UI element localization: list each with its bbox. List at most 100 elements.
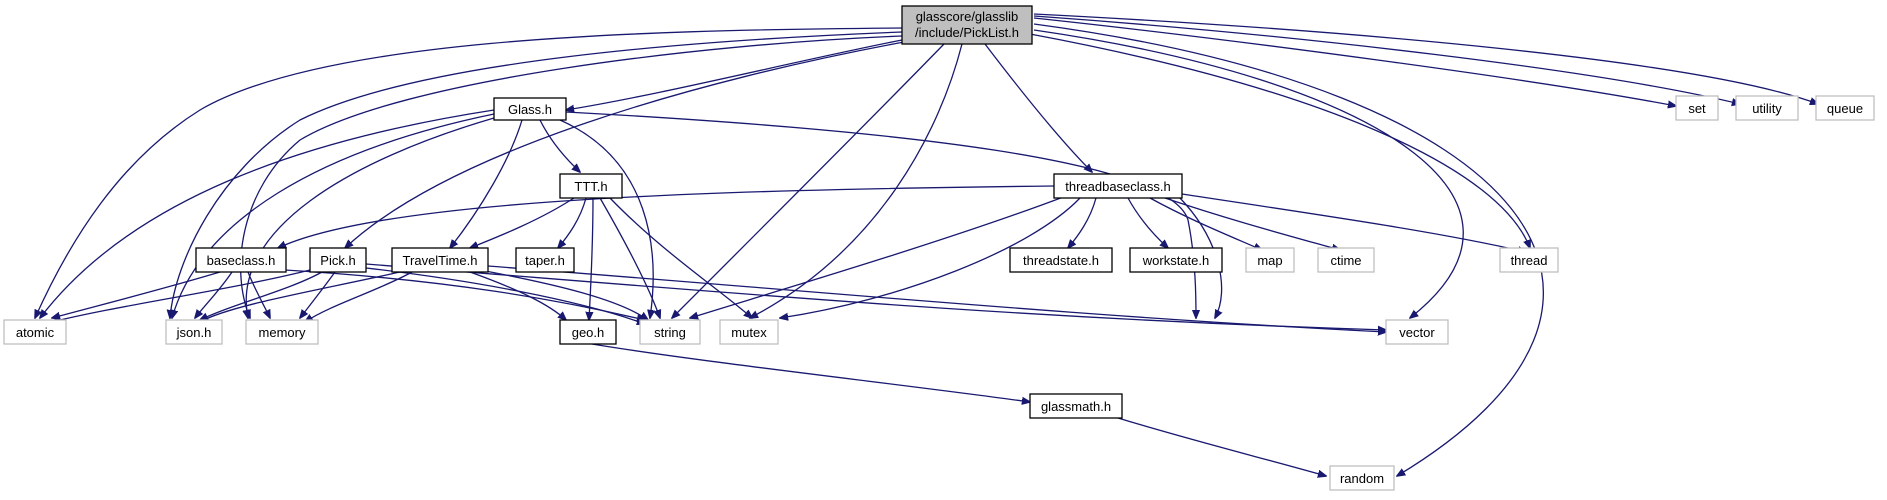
node-set[interactable]: set [1675,95,1719,121]
edge-pick-to-atomic [52,269,311,322]
edge-traveltime-to-vector [487,265,1386,332]
node-vector[interactable]: vector [1385,319,1449,345]
node-taper-h-label: taper.h [525,253,565,268]
node-thread-label: thread [1511,253,1548,268]
edge-glass-to-atomic [40,109,495,318]
node-memory[interactable]: memory [245,319,319,345]
node-traveltime-h[interactable]: TravelTime.h [391,247,489,273]
node-memory-label: memory [259,325,306,340]
edge-picklist-to-pick [345,41,905,248]
node-utility-label: utility [1752,101,1782,116]
edge-picklist-to-mutex [750,43,963,318]
node-thread[interactable]: thread [1499,247,1559,273]
node-picklist-h[interactable]: glasscore/glasslib /include/PickList.h [901,5,1033,45]
node-vector-label: vector [1399,325,1435,340]
node-queue-label: queue [1827,101,1863,116]
edges [35,13,1818,476]
edge-picklist-to-thread [1029,33,1530,248]
edge-ttt-to-taper [558,197,587,248]
edge-traveltime-to-memory [305,271,413,322]
edge-picklist-to-utility [1033,15,1740,104]
node-json-h[interactable]: json.h [165,319,223,345]
edge-picklist-to-queue [1033,13,1818,104]
edge-threadbaseclass-to-mutex [780,197,1081,318]
node-map-label: map [1257,253,1282,268]
edge-pick-to-json [200,271,323,320]
node-glassmath-h[interactable]: glassmath.h [1029,393,1123,419]
edge-ttt-to-mutex [609,197,752,318]
edge-baseclass-to-json [195,271,233,318]
node-atomic-label: atomic [16,325,55,340]
edge-glass-to-json [172,113,495,318]
node-geo-h-label: geo.h [572,325,605,340]
node-baseclass-h[interactable]: baseclass.h [195,247,287,273]
node-queue[interactable]: queue [1815,95,1875,121]
edge-glass-to-string [559,119,653,318]
node-mutex[interactable]: mutex [719,319,779,345]
edge-ttt-to-geo [589,197,593,320]
node-threadstate-h[interactable]: threadstate.h [1009,247,1113,273]
edge-traveltime-to-geo [469,271,566,320]
node-threadbaseclass-h-label: threadbaseclass.h [1065,179,1171,194]
edge-glassmath-to-random [1117,417,1326,476]
node-ctime[interactable]: ctime [1317,247,1375,273]
edge-threadbaseclass-to-thread [1181,193,1526,252]
edge-threadbaseclass-to-workstate [1127,197,1168,248]
node-glass-h[interactable]: Glass.h [493,97,567,121]
edge-picklist-to-random [1033,23,1544,476]
nodes: glasscore/glasslib /include/PickList.h G… [3,5,1875,491]
node-glassmath-h-label: glassmath.h [1041,399,1111,414]
node-atomic[interactable]: atomic [3,319,67,345]
edge-glass-to-traveltime [450,119,523,248]
node-set-label: set [1688,101,1706,116]
edge-pick-to-string [365,267,645,324]
node-random-label: random [1340,471,1384,486]
edge-picklist-to-vector [1033,29,1464,318]
node-glass-h-label: Glass.h [508,102,552,117]
node-workstate-h-label: workstate.h [1142,253,1209,268]
node-taper-h[interactable]: taper.h [515,247,575,273]
edge-picklist-to-atomic [35,27,903,318]
node-workstate-h[interactable]: workstate.h [1129,247,1223,273]
node-traveltime-h-label: TravelTime.h [403,253,478,268]
node-ttt-h[interactable]: TTT.h [559,173,623,199]
node-map[interactable]: map [1245,247,1295,273]
node-json-h-label: json.h [176,325,212,340]
edge-picklist-to-string [672,43,945,318]
edge-threadbaseclass-to-baseclass [278,185,1055,248]
edge-traveltime-to-json [200,271,401,322]
node-random[interactable]: random [1329,465,1395,491]
node-picklist-h-line2: /include/PickList.h [915,25,1019,40]
edge-threadbaseclass-to-ctime [1164,197,1340,250]
node-mutex-label: mutex [731,325,767,340]
edge-glass-to-memory [246,117,495,318]
node-threadstate-h-label: threadstate.h [1023,253,1099,268]
edge-picklist-to-set [1033,17,1676,106]
node-pick-h-label: Pick.h [320,253,355,268]
node-ttt-h-label: TTT.h [574,179,607,194]
node-string[interactable]: string [639,319,701,345]
node-string-label: string [654,325,686,340]
edge-picklist-to-memory [240,35,903,318]
node-threadbaseclass-h[interactable]: threadbaseclass.h [1053,173,1183,199]
edge-picklist-to-threadbaseclass [984,43,1092,172]
node-ctime-label: ctime [1330,253,1361,268]
edge-pick-to-memory [300,271,336,318]
edge-ttt-to-traveltime [470,197,575,248]
edge-glass-to-ttt [539,119,580,172]
edge-geo-to-glassmath [591,343,1030,402]
edge-threadbaseclass-to-map [1149,197,1262,250]
node-baseclass-h-label: baseclass.h [207,253,276,268]
node-geo-h[interactable]: geo.h [559,319,617,345]
node-pick-h[interactable]: Pick.h [309,247,367,273]
edge-picklist-to-json [170,31,903,318]
edge-threadbaseclass-to-threadstate [1068,197,1097,248]
edge-picklist-to-glass [566,39,903,110]
edge-ttt-to-string [599,197,660,318]
edge-traveltime-to-string [479,269,648,320]
node-picklist-h-line1: glasscore/glasslib [916,9,1019,24]
edge-threadbaseclass-to-string [690,195,1067,318]
node-utility[interactable]: utility [1735,95,1799,121]
edge-baseclass-to-atomic [52,271,221,318]
